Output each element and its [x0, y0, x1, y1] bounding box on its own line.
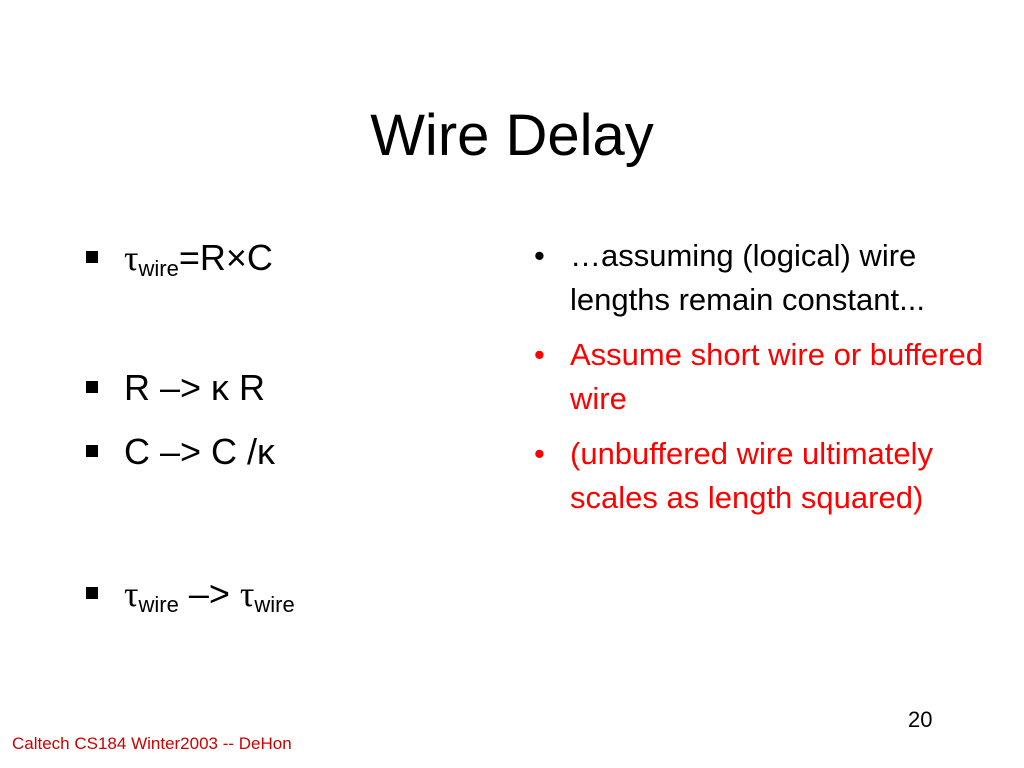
tau-symbol: τ [124, 574, 139, 614]
bullet-text: …assuming (logical) wire lengths remain … [570, 238, 925, 317]
bullet-text: R –> κ R [124, 367, 266, 408]
formula-rest: =R×C [178, 237, 273, 278]
round-bullet-icon: • [534, 436, 545, 471]
subscript: wire [254, 592, 295, 617]
left-bullet-3: C –> C /κ [86, 430, 275, 474]
arrow: –> [178, 573, 240, 614]
right-bullet-1: • …assuming (logical) wire lengths remai… [534, 234, 1004, 322]
subscript: wire [138, 256, 179, 281]
page-number: 20 [908, 707, 933, 732]
left-bullet-2: R –> κ R [86, 366, 265, 410]
square-bullet-icon [86, 445, 98, 457]
square-bullet-icon [86, 587, 98, 599]
bullet-text: Assume short wire or buffered wire [570, 337, 983, 416]
slide-title: Wire Delay [370, 103, 654, 168]
round-bullet-icon: • [534, 337, 545, 372]
square-bullet-icon [86, 251, 98, 263]
footer-text: Caltech CS184 Winter2003 -- DeHon [12, 734, 292, 753]
tau-symbol: τ [239, 574, 255, 614]
round-bullet-icon: • [534, 238, 545, 273]
right-bullet-2: • Assume short wire or buffered wire [534, 333, 1004, 421]
left-bullet-4: τwire –> τwire [86, 572, 295, 621]
right-bullet-3: • (unbuffered wire ultimately scales as … [534, 432, 1004, 520]
bullet-text: C –> C /κ [124, 431, 276, 472]
bullet-text: (unbuffered wire ultimately scales as le… [570, 436, 933, 515]
tau-symbol: τ [124, 238, 139, 278]
right-bullet-list: • …assuming (logical) wire lengths remai… [534, 234, 1004, 531]
bullet-text: τwire –> τwire [124, 572, 295, 621]
subscript: wire [138, 592, 179, 617]
square-bullet-icon [86, 381, 98, 393]
bullet-text: τwire=R×C [124, 236, 273, 285]
left-bullet-1: τwire=R×C [86, 236, 273, 285]
